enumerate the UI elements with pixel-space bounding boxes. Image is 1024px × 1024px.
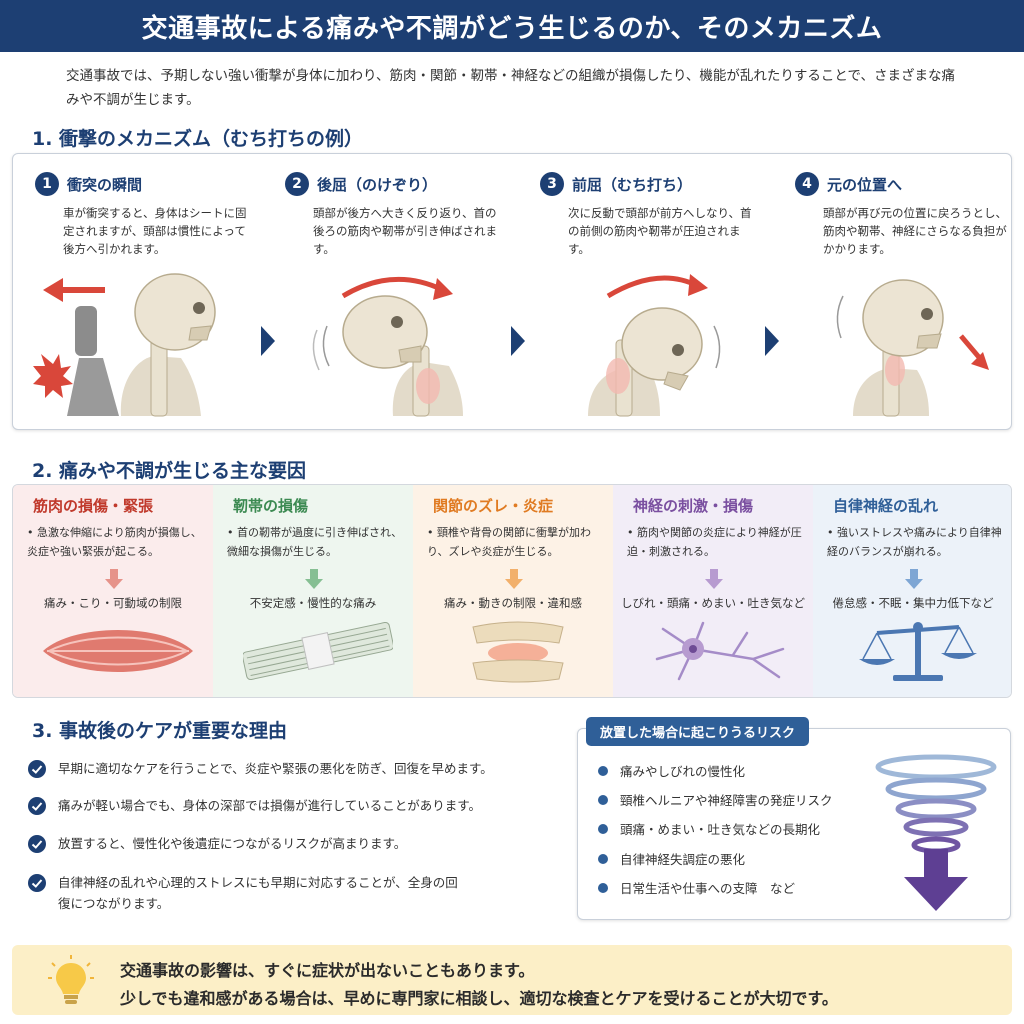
chevron-right-icon — [511, 326, 525, 356]
step-number-2: 2 — [285, 172, 309, 196]
causes-panel: 筋肉の損傷・緊張 • 急激な伸縮により筋肉が損傷し、炎症や強い緊張が起こる。 痛… — [12, 484, 1012, 698]
cause-joint-description: • 頸椎や背骨の関節に衝撃が加わり、ズレや炎症が生じる。 — [427, 526, 591, 558]
bullet-dot-icon — [598, 882, 608, 893]
intro-text: 交通事故では、予期しない強い衝撃が身体に加わり、筋肉・関節・靭帯・神経などの組織… — [66, 68, 955, 108]
list-item: 頭痛・めまい・吐き気などの長期化 — [598, 819, 820, 838]
list-item: 痛みやしびれの慢性化 — [598, 761, 745, 780]
list-item: 痛みが軽い場合でも、身体の深部では損傷が進行していることがあります。 — [28, 795, 568, 816]
step-number-4: 4 — [795, 172, 819, 196]
arrow-down-icon — [305, 569, 323, 589]
step-3-title: 前屈（むち打ち） — [572, 175, 693, 194]
cause-ligament-description: • 首の靭帯が過度に引き伸ばされ、微細な損傷が生じる。 — [227, 526, 403, 558]
care-reason-text: 早期に適切なケアを行うことで、炎症や緊張の悪化を防ぎ、回復を早めます。 — [58, 761, 493, 776]
step-1-header: 1 衝突の瞬間 — [35, 172, 142, 196]
cause-autonomic-description: • 強いストレスや痛みにより自律神経のバランスが崩れる。 — [827, 526, 1002, 558]
cause-autonomic-title: 自律神経の乱れ — [833, 497, 939, 515]
step-4-description: 頭部が再び元の位置に戻ろうとし、筋肉や靭帯、神経にさらなる負担がかかります。 — [823, 206, 1007, 256]
list-item: 放置すると、慢性化や後遺症につながるリスクが高まります。 — [28, 833, 568, 854]
lightbulb-icon — [48, 955, 94, 1004]
section-title-care: 3. 事故後のケアが重要な理由 — [32, 720, 288, 742]
check-circle-icon — [28, 760, 46, 778]
cause-ligament-result: 不安定感・慢性的な痛み — [249, 596, 377, 610]
note-line-2: 少しでも違和感がある場合は、早めに専門家に相談し、適切な検査とケアを受けることが… — [120, 989, 838, 1008]
return-illustration — [836, 279, 989, 417]
arrow-down-icon — [905, 569, 923, 589]
cause-nerve-description: • 筋肉や関節の炎症により神経が圧迫・刺激される。 — [627, 526, 802, 558]
bullet-dot-icon — [598, 823, 608, 834]
risk-text: 日常生活や仕事への支障 など — [620, 881, 796, 896]
list-item: 自律神経失調症の悪化 — [598, 849, 745, 868]
neuron-icon — [655, 621, 785, 681]
care-reason-text: 放置すると、慢性化や後遺症につながるリスクが高まります。 — [58, 836, 407, 851]
cause-autonomic-result: 倦怠感・不眠・集中力低下など — [832, 596, 994, 610]
vertebra-icon — [472, 621, 564, 683]
spiral-arrow-icon — [875, 754, 997, 911]
chevron-right-icon — [765, 326, 779, 356]
care-reason-text: 痛みが軽い場合でも、身体の深部では損傷が進行していることがあります。 — [58, 798, 482, 813]
section-title-causes: 2. 痛みや不調が生じる主な要因 — [32, 460, 307, 482]
step-2-header: 2 後屈（のけぞり） — [285, 172, 437, 196]
extension-illustration — [312, 276, 463, 417]
step-4-header: 4 元の位置へ — [795, 172, 902, 196]
risk-text: 自律神経失調症の悪化 — [620, 852, 746, 867]
list-item: 自律神経の乱れや心理的ストレスにも早期に対応することが、全身の回復につながります… — [28, 872, 458, 914]
check-circle-icon — [28, 835, 46, 853]
cause-joint: 関節のズレ・炎症 • 頸椎や背骨の関節に衝撃が加わり、ズレや炎症が生じる。 痛み… — [413, 485, 613, 697]
list-item: 早期に適切なケアを行うことで、炎症や緊張の悪化を防ぎ、回復を早めます。 — [28, 758, 568, 779]
cause-joint-title: 関節のズレ・炎症 — [433, 497, 554, 515]
cause-ligament: 靭帯の損傷 • 首の靭帯が過度に引き伸ばされ、微細な損傷が生じる。 不安定感・慢… — [213, 485, 413, 697]
arrow-down-icon — [105, 569, 123, 589]
risk-text: 痛みやしびれの慢性化 — [620, 764, 746, 779]
list-item: 日常生活や仕事への支障 など — [598, 878, 795, 897]
risk-text: 頸椎ヘルニアや神経障害の発症リスク — [620, 793, 833, 808]
chevron-right-icon — [261, 326, 275, 356]
section-title-mechanism: 1. 衝撃のメカニズム（むち打ちの例） — [32, 128, 364, 150]
ligament-icon — [243, 621, 393, 681]
step-3: 3 前屈（むち打ち） 次に反動で頭部が前方へしなり、首の前側の筋肉や靭帯が圧迫さ… — [518, 154, 768, 429]
bullet-dot-icon — [598, 853, 608, 864]
mechanism-panel: 1 衝突の瞬間 車が衝突すると、身体はシートに固定されますが、頭部は慣性によって… — [12, 153, 1012, 430]
check-circle-icon — [28, 797, 46, 815]
arrow-down-icon — [505, 569, 523, 589]
step-4-title: 元の位置へ — [827, 175, 903, 194]
step-2-title: 後屈（のけぞり） — [317, 175, 438, 194]
risk-text: 頭痛・めまい・吐き気などの長期化 — [620, 822, 821, 837]
important-note: 交通事故の影響は、すぐに症状が出ないこともあります。 少しでも違和感がある場合は… — [12, 945, 1012, 1015]
muscle-fiber-icon — [43, 630, 193, 672]
cause-nerve-result: しびれ・頭痛・めまい・吐き気など — [621, 596, 805, 610]
arrow-down-icon — [705, 569, 723, 589]
step-number-1: 1 — [35, 172, 59, 196]
step-3-description: 次に反動で頭部が前方へしなり、首の前側の筋肉や靭帯が圧迫されます。 — [568, 206, 752, 256]
cause-joint-result: 痛み・動きの制限・違和感 — [444, 596, 582, 610]
cause-muscle-title: 筋肉の損傷・緊張 — [33, 497, 154, 515]
risk-box: 放置した場合に起こりうるリスク 痛みやしびれの慢性化 頸椎ヘルニアや神経障害の発… — [577, 717, 1011, 920]
flexion-illustration — [588, 274, 721, 417]
cause-nerve: 神経の刺激・損傷 • 筋肉や関節の炎症により神経が圧迫・刺激される。 しびれ・頭… — [613, 485, 813, 697]
cause-ligament-title: 靭帯の損傷 — [233, 497, 309, 515]
note-line-1: 交通事故の影響は、すぐに症状が出ないこともあります。 — [120, 961, 535, 980]
cause-muscle: 筋肉の損傷・緊張 • 急激な伸縮により筋肉が損傷し、炎症や強い緊張が起こる。 痛… — [13, 485, 213, 697]
step-2-description: 頭部が後方へ大きく反り返り、首の後ろの筋肉や靭帯が引き伸ばされます。 — [313, 206, 497, 256]
page-title: 交通事故による痛みや不調がどう生じるのか、そのメカニズム — [141, 13, 883, 44]
care-reason-text: 自律神経の乱れや心理的ストレスにも早期に対応することが、全身の回復につながります… — [58, 875, 458, 911]
step-3-header: 3 前屈（むち打ち） — [540, 172, 692, 196]
cause-muscle-description: • 急激な伸縮により筋肉が損傷し、炎症や強い緊張が起こる。 — [27, 526, 202, 558]
bullet-dot-icon — [598, 794, 608, 805]
step-number-3: 3 — [540, 172, 564, 196]
cause-muscle-result: 痛み・こり・可動域の制限 — [44, 596, 182, 610]
cause-nerve-title: 神経の刺激・損傷 — [633, 497, 754, 515]
step-1-description: 車が衝突すると、身体はシートに固定されますが、頭部は慣性によって後方へ引かれます… — [63, 206, 247, 256]
balance-scale-icon — [859, 622, 977, 681]
step-4: 4 元の位置へ 頭部が再び元の位置に戻ろうとし、筋肉や靭帯、神経にさらなる負担が… — [773, 154, 1023, 429]
step-1: 1 衝突の瞬間 車が衝突すると、身体はシートに固定されますが、頭部は慣性によって… — [13, 154, 263, 429]
risk-title: 放置した場合に起こりうるリスク — [586, 717, 810, 746]
list-item: 頸椎ヘルニアや神経障害の発症リスク — [598, 790, 833, 809]
step-2: 2 後屈（のけぞり） 頭部が後方へ大きく反り返り、首の後ろの筋肉や靭帯が引き伸ば… — [263, 154, 513, 429]
cause-autonomic: 自律神経の乱れ • 強いストレスや痛みにより自律神経のバランスが崩れる。 倦怠感… — [813, 485, 1011, 697]
step-1-title: 衝突の瞬間 — [67, 175, 143, 194]
collision-illustration — [33, 273, 216, 417]
check-circle-icon — [28, 874, 46, 892]
page-header: 交通事故による痛みや不調がどう生じるのか、そのメカニズム — [0, 0, 1024, 52]
bullet-dot-icon — [598, 765, 608, 776]
